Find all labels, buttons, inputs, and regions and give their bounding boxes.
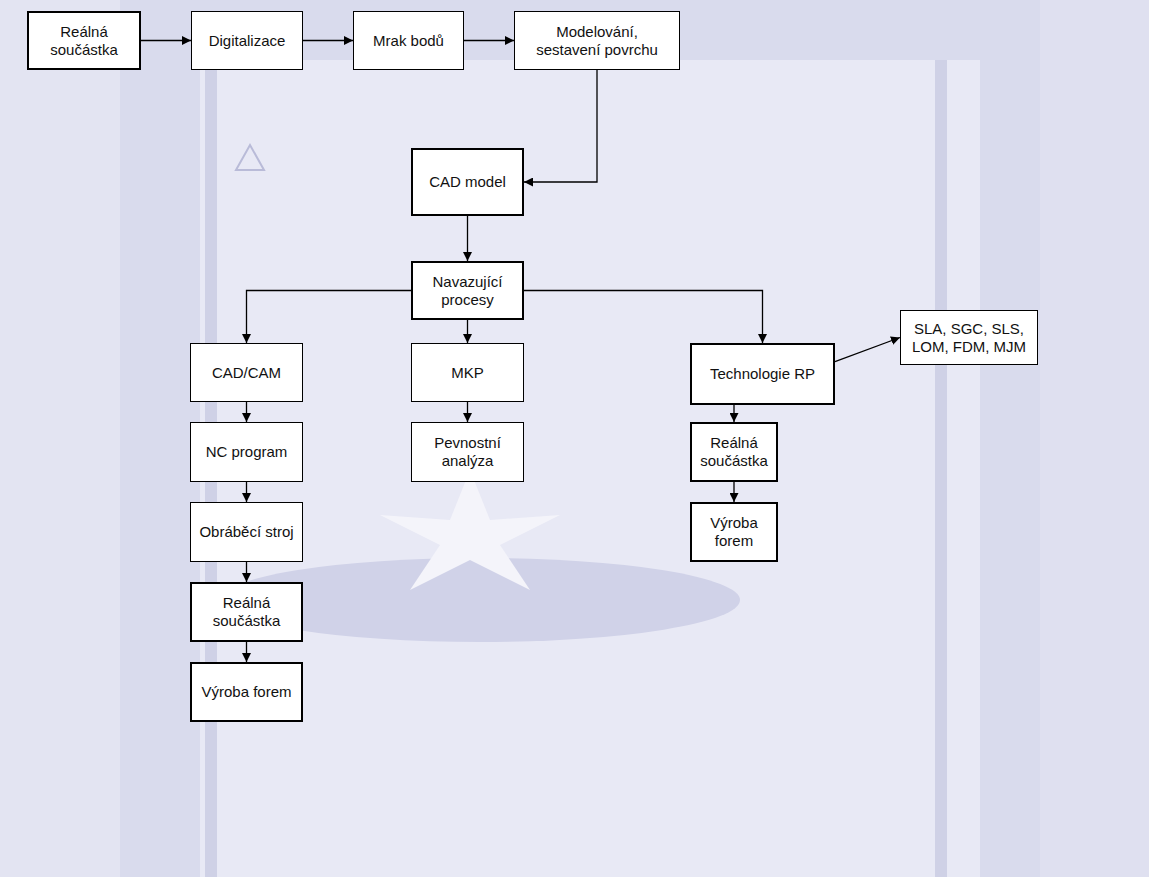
connector-arrow bbox=[141, 40, 191, 41]
process-box: NC program bbox=[190, 422, 303, 482]
printed-part bbox=[380, 470, 560, 590]
process-box: Modelování, sestavení povrchu bbox=[514, 11, 680, 70]
connector-arrow bbox=[467, 216, 468, 261]
connector-arrow bbox=[467, 320, 468, 343]
connector-arrow bbox=[303, 40, 353, 41]
process-box: Navazující procesy bbox=[411, 261, 524, 320]
process-box: Výroba forem bbox=[190, 662, 303, 722]
connector-arrow bbox=[733, 482, 734, 502]
box-label: Navazující procesy bbox=[421, 273, 514, 309]
connector-arrow bbox=[835, 338, 900, 362]
process-box: Pevnostní analýza bbox=[411, 422, 524, 482]
connector-arrow bbox=[247, 291, 412, 344]
connector-arrow bbox=[246, 562, 247, 582]
box-label: Reálná součástka bbox=[700, 434, 768, 470]
printer-rod bbox=[935, 60, 947, 877]
box-label: CAD/CAM bbox=[212, 364, 281, 382]
box-label: Výroba forem bbox=[700, 514, 768, 550]
box-label: CAD model bbox=[429, 173, 506, 191]
box-label: Reálná součástka bbox=[37, 23, 131, 59]
connector-arrow bbox=[246, 482, 247, 502]
process-box: Reálná součástka bbox=[690, 422, 778, 482]
connector-arrow bbox=[524, 70, 597, 182]
connector-arrow bbox=[467, 402, 468, 422]
box-label: NC program bbox=[206, 443, 288, 461]
box-label: SLA, SGC, SLS, LOM, FDM, MJM bbox=[909, 320, 1029, 356]
box-label: MKP bbox=[451, 364, 484, 382]
process-box: Technologie RP bbox=[690, 343, 835, 405]
process-box: Obráběcí stroj bbox=[190, 502, 303, 562]
process-box: Výroba forem bbox=[690, 502, 778, 562]
connector-arrow bbox=[733, 405, 734, 422]
connector-arrow bbox=[246, 402, 247, 422]
printer-frame bbox=[120, 0, 1080, 877]
process-box: SLA, SGC, SLS, LOM, FDM, MJM bbox=[900, 310, 1038, 365]
process-box: Mrak bodů bbox=[353, 11, 464, 70]
process-box: MKP bbox=[411, 343, 524, 402]
box-label: Modelování, sestavení povrchu bbox=[523, 23, 671, 59]
process-box: Reálná součástka bbox=[27, 11, 141, 70]
connector-arrow bbox=[464, 40, 514, 41]
box-label: Pevnostní analýza bbox=[420, 434, 515, 470]
connector-arrow bbox=[246, 642, 247, 662]
box-label: Digitalizace bbox=[209, 32, 286, 50]
box-label: Technologie RP bbox=[710, 365, 815, 383]
box-label: Obráběcí stroj bbox=[199, 523, 293, 541]
side-panel bbox=[1040, 0, 1149, 877]
process-box: CAD model bbox=[411, 148, 524, 216]
connector-arrow bbox=[524, 291, 763, 344]
box-label: Reálná součástka bbox=[200, 594, 293, 630]
box-label: Výroba forem bbox=[201, 683, 291, 701]
printer-chamber bbox=[200, 60, 980, 877]
warning-sign bbox=[236, 145, 264, 170]
process-box: CAD/CAM bbox=[190, 343, 303, 402]
process-box: Digitalizace bbox=[191, 11, 303, 70]
box-label: Mrak bodů bbox=[373, 32, 444, 50]
process-box: Reálná součástka bbox=[190, 582, 303, 642]
